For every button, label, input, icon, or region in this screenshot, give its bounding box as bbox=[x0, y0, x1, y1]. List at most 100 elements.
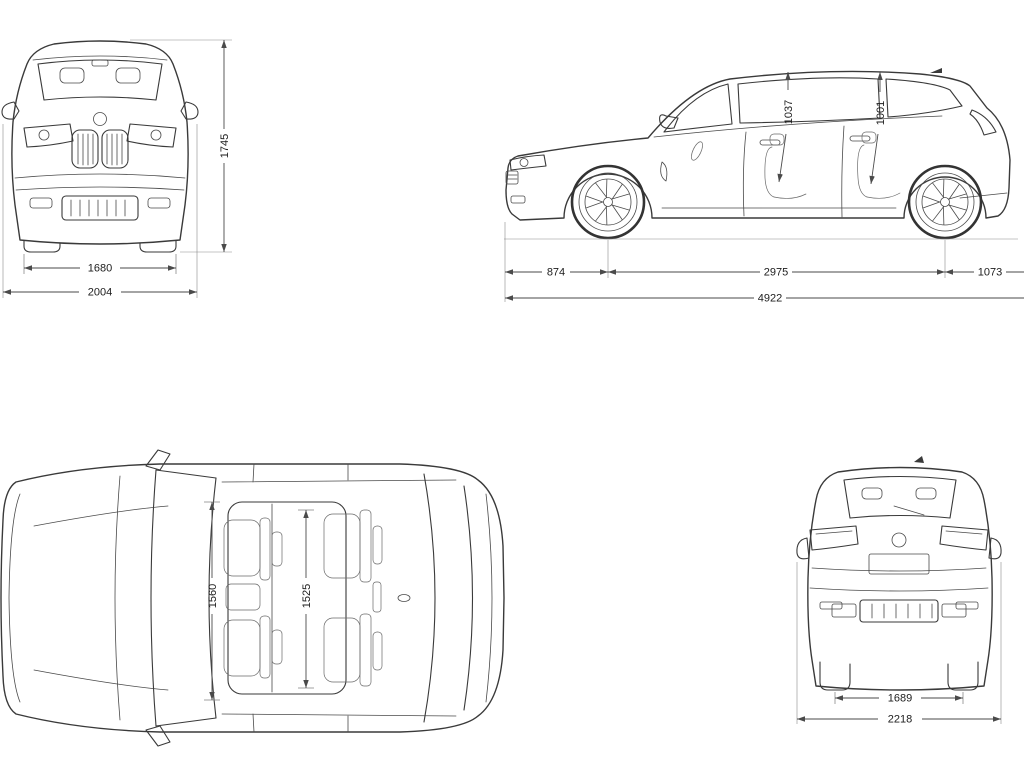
passenger-headrest bbox=[271, 629, 283, 665]
dim-front-overhang: 874 bbox=[505, 267, 608, 279]
top-rear-window-front-arc bbox=[423, 473, 436, 723]
top-view-drawing: 1560 1525 bbox=[0, 449, 505, 747]
rear-seat-back-lower bbox=[359, 613, 372, 687]
rear-seat-back-upper bbox=[359, 509, 372, 583]
front-foglight-right bbox=[147, 197, 171, 209]
side-headlight bbox=[509, 154, 547, 171]
top-mirror-upper bbox=[145, 449, 171, 471]
front-view-drawing: 1745 1680 2004 bbox=[1, 39, 232, 299]
front-dim-height: 1745 bbox=[130, 39, 232, 253]
top-hood-arc bbox=[114, 475, 121, 721]
front-seat-headrest bbox=[769, 133, 785, 146]
side-headlight-lens bbox=[519, 158, 529, 167]
front-roofline bbox=[32, 55, 168, 61]
top-bumper-inner bbox=[8, 493, 21, 703]
rear-car-body bbox=[796, 456, 1002, 691]
dim-overall-length: 4922 bbox=[505, 293, 1024, 305]
dim-wheelbase-label: 2975 bbox=[764, 267, 788, 279]
driver-seat-cushion bbox=[223, 519, 261, 577]
center-console bbox=[225, 583, 261, 611]
side-mirror bbox=[659, 114, 679, 129]
rear-seat-headrest bbox=[861, 131, 877, 144]
side-extension-lines bbox=[504, 222, 946, 302]
front-dim-track: 1680 bbox=[23, 254, 177, 275]
taillight-right-line bbox=[945, 530, 983, 535]
rear-mirror-left bbox=[796, 537, 810, 560]
front-bumper-lower bbox=[15, 186, 185, 191]
top-shark-fin bbox=[397, 594, 411, 602]
driver-headrest bbox=[271, 531, 283, 567]
top-a-pillar-lower bbox=[155, 717, 217, 727]
dim-rear-interior-width-label: 1525 bbox=[301, 584, 313, 608]
taillight-left-line bbox=[815, 530, 853, 535]
rear-window bbox=[843, 475, 957, 519]
rear-seat-cushion bbox=[866, 192, 901, 199]
passenger-seat-cushion bbox=[223, 619, 261, 677]
rear-headrest-lower bbox=[372, 631, 383, 671]
dim-rear-headroom-label: 1001 bbox=[875, 101, 887, 125]
rear-view: 1689 2218 bbox=[776, 428, 1022, 740]
exhaust-left bbox=[831, 603, 857, 618]
side-window-front bbox=[663, 83, 733, 133]
dim-rear-track: 1689 bbox=[834, 692, 964, 705]
taillight-left bbox=[809, 525, 859, 551]
side-view: 1037 1001 874 2975 bbox=[490, 20, 1024, 312]
rear-diffuser-slats bbox=[871, 603, 933, 619]
side-window-middle bbox=[737, 77, 881, 124]
front-headlight-right bbox=[126, 123, 177, 148]
front-seat-back bbox=[764, 146, 775, 198]
front-headlight-right-lens bbox=[150, 129, 162, 141]
side-foglight bbox=[510, 195, 526, 204]
top-hatch-edge bbox=[485, 493, 493, 703]
side-body-outline bbox=[505, 70, 1011, 221]
taillight-side bbox=[969, 109, 997, 136]
rear-reflector-left bbox=[819, 601, 843, 610]
license-plate-recess bbox=[868, 553, 930, 575]
side-car-body bbox=[504, 68, 1018, 240]
sunroof bbox=[227, 501, 347, 695]
dim-rear-interior-width: 1525 bbox=[298, 509, 314, 689]
front-headlight-left-lens bbox=[38, 129, 50, 141]
front-view: 1745 1680 2004 bbox=[0, 0, 250, 312]
front-rearview-mirror bbox=[91, 59, 109, 67]
roof-rail-lower bbox=[221, 713, 457, 717]
top-a-pillar-upper bbox=[155, 469, 217, 479]
dim-front-headroom-label: 1037 bbox=[783, 100, 795, 124]
side-grille bbox=[505, 170, 519, 185]
front-windshield bbox=[37, 59, 163, 101]
front-wheel bbox=[572, 166, 644, 238]
front-mirror-left bbox=[1, 101, 20, 120]
front-skid-slats bbox=[70, 199, 126, 217]
front-tire-left bbox=[23, 240, 61, 253]
rear-mirror-right bbox=[988, 537, 1002, 560]
rear-tire-right bbox=[947, 661, 979, 691]
dim-rear-overhang: 1073 bbox=[945, 267, 1024, 279]
passenger-seat-back bbox=[259, 615, 271, 679]
front-grille-slats bbox=[77, 133, 123, 166]
top-hood-crease-lower bbox=[33, 669, 169, 691]
rear-tire-left bbox=[819, 661, 851, 691]
rear-reflector-right bbox=[955, 601, 979, 610]
dim-rear-track-label: 1689 bbox=[888, 693, 912, 705]
top-rear-window-rear-arc bbox=[463, 485, 474, 711]
side-view-drawing: 1037 1001 874 2975 bbox=[504, 68, 1024, 305]
front-body-outline bbox=[11, 40, 189, 245]
top-cowl-arc bbox=[150, 469, 157, 727]
front-bumper-crease bbox=[14, 173, 186, 179]
front-tire-right bbox=[139, 240, 177, 253]
side-interior bbox=[691, 131, 901, 199]
roof-rail-upper bbox=[221, 479, 457, 483]
rear-seat-cushion-lower bbox=[323, 617, 361, 683]
front-mirror-right bbox=[180, 101, 199, 120]
top-body-outline bbox=[0, 463, 505, 733]
steering-wheel bbox=[691, 141, 703, 161]
dim-front-interior-width-label: 1560 bbox=[207, 584, 219, 608]
taillight-right bbox=[939, 525, 989, 551]
top-car-body bbox=[0, 449, 505, 747]
front-headrests bbox=[59, 67, 141, 84]
driver-seat-back bbox=[259, 517, 271, 581]
rear-wiper bbox=[893, 505, 925, 516]
dim-overall-height-label: 1745 bbox=[219, 134, 231, 158]
top-mirror-lower bbox=[145, 725, 171, 747]
